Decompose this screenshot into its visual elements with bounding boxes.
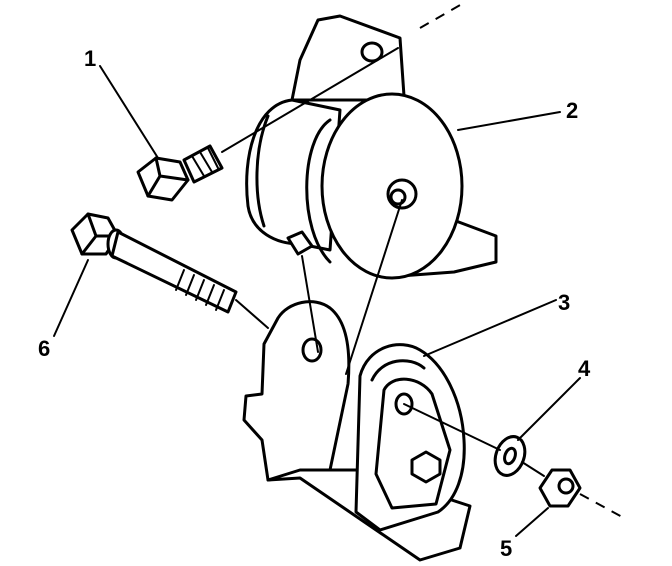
upper-bolt — [136, 144, 224, 202]
callout-6: 6 — [38, 336, 50, 361]
callout-5: 5 — [500, 536, 512, 561]
callout-1: 1 — [84, 46, 96, 71]
callout-4: 4 — [578, 356, 591, 381]
callout-labels: 1 2 3 4 5 6 — [38, 46, 591, 561]
through-bolt — [70, 212, 238, 314]
upper-mount-bracket — [245, 14, 498, 280]
nut — [538, 468, 582, 508]
leader-lines — [53, 65, 581, 537]
alignment-lines — [221, 3, 625, 519]
callout-3: 3 — [558, 290, 570, 315]
washer — [493, 435, 527, 477]
callout-2: 2 — [566, 98, 578, 123]
